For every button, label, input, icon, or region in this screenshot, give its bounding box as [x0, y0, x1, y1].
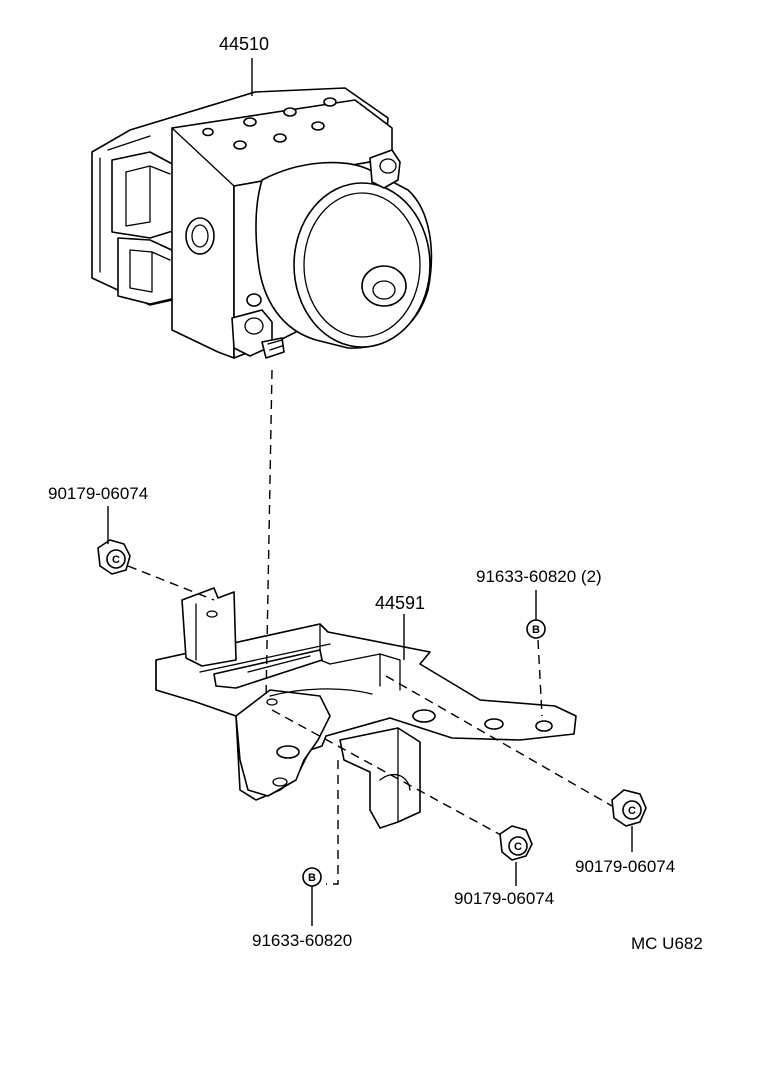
part-label-bracket: 44591: [375, 593, 426, 613]
abs-actuator-drawing: [91, 87, 433, 359]
nut-bottom-icon: C: [499, 825, 533, 861]
nut-left-icon: C: [97, 539, 131, 575]
bracket-drawing: [155, 587, 577, 829]
nut-badge-bottom: C: [514, 841, 522, 853]
part-label-nut-bottom: 90179-06074: [454, 889, 555, 908]
right-bolt-dashed-line: [537, 639, 543, 717]
bolt-right-icon: B: [526, 619, 546, 639]
actuator-stud-dashed-line: [265, 369, 273, 701]
nut-right-icon: C: [611, 789, 647, 827]
figure-code: MC U682: [631, 934, 703, 953]
left-nut-dashed-line: [127, 565, 215, 601]
part-label-nut-right: 90179-06074: [575, 857, 676, 876]
part-label-bolt-right: 91633-60820 (2): [476, 567, 602, 586]
nut-badge-left: C: [112, 554, 120, 566]
bolt-badge-right: B: [532, 624, 540, 636]
part-label-nut-left: 90179-06074: [48, 484, 149, 503]
bolt-badge-bottom: B: [308, 872, 316, 884]
part-label-actuator: 44510: [219, 34, 270, 54]
nut-badge-right: C: [628, 805, 636, 817]
bolt-bottom-icon: B: [302, 867, 322, 887]
bottom-nut-dashed-line: [271, 709, 511, 841]
right-nut-dashed-line: [385, 675, 613, 807]
bottom-bolt-dashed-line: [326, 760, 339, 885]
part-label-bolt-bottom: 91633-60820: [252, 931, 353, 950]
